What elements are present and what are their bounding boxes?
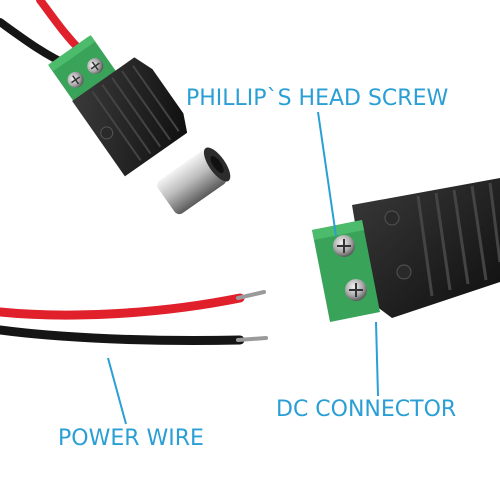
power-wire-icon xyxy=(0,290,268,346)
top-plug-icon xyxy=(0,0,231,215)
dc-connector-label: DC CONNECTOR xyxy=(276,397,457,422)
power-wire-leader-line xyxy=(107,357,127,425)
screw-label: PHILLIP`S HEAD SCREW xyxy=(186,86,449,111)
dc-connector-icon xyxy=(312,178,500,322)
power-wire-label: POWER WIRE xyxy=(58,426,204,451)
dc-connector-leader-line xyxy=(375,321,379,397)
leader-lines xyxy=(107,111,379,425)
screw-leader-line xyxy=(317,111,337,237)
